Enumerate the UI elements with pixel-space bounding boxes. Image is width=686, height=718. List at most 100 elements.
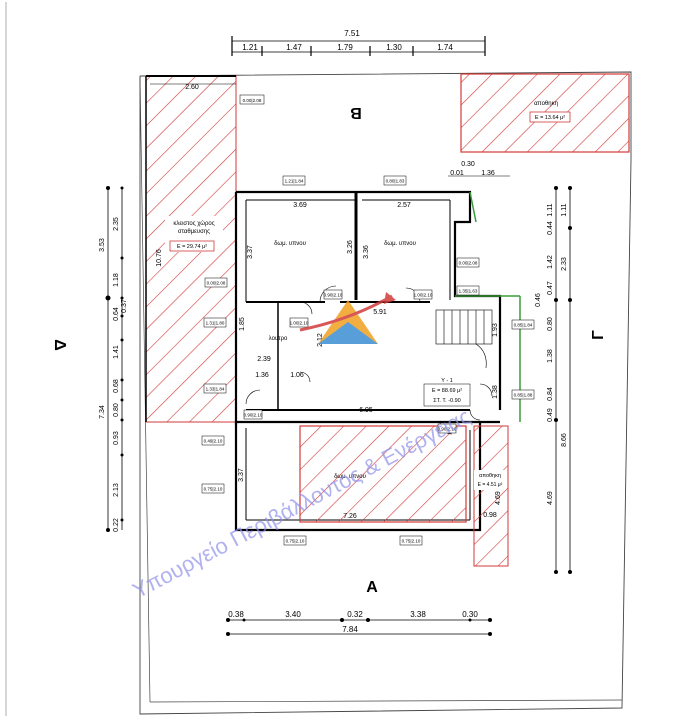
top-seg-1: 1.21 — [242, 43, 258, 52]
window-tag: 0.75|2.10 — [402, 539, 421, 544]
parking-width-dim: 2.60 — [185, 84, 199, 91]
left-outer-dim-1: 3.53 — [99, 238, 106, 252]
left-inner-dim: 0.80 — [113, 403, 120, 417]
bedroom-bottom-height: 3.37 — [238, 468, 245, 482]
storage-right-dim: 0.98 — [483, 512, 497, 519]
window-tag: 1.00|2.10 — [290, 321, 309, 326]
left-inner-dim: 1.41 — [113, 345, 120, 359]
right-outer-dim: 1.11 — [561, 203, 568, 216]
stair-dim1: 1.93 — [492, 323, 499, 337]
bottom-seg-3: 0.32 — [347, 610, 363, 619]
window-tag: 0.90|2.10 — [244, 413, 263, 418]
top-seg-2: 1.47 — [286, 43, 302, 52]
level-area: E = 88.69 μ² — [432, 388, 462, 394]
window-tag: 0.00|2.08 — [243, 98, 262, 103]
window-tag: 1.33|1.84 — [206, 387, 225, 392]
hall-width2: 6.95 — [359, 407, 373, 414]
bedroom2-width: 2.57 — [397, 202, 411, 209]
window-tag: 1.31|1.80 — [206, 321, 225, 326]
bottom-dimension-chain: 0.38 3.40 0.32 3.38 0.30 7.84 — [226, 610, 492, 636]
bedroom-bottom-width: 7.26 — [343, 513, 357, 520]
left-inner-dim: 0.93 — [113, 431, 120, 445]
right-inner-dim: 4.69 — [547, 491, 554, 505]
dim-136: 1.36 — [481, 170, 495, 177]
top-seg-4: 1.30 — [386, 43, 402, 52]
parking-height-dim: 10.76 — [156, 249, 163, 267]
left-dimension-chain: 3.53 7.34 2.35 1.18 0.37 0.64 1.41 0.68 … — [99, 186, 128, 532]
right-inner-dim: 0.44 — [547, 221, 554, 235]
window-tag: 0.90|2.10 — [438, 427, 457, 432]
left-outer-dim-2: 7.34 — [99, 405, 106, 419]
left-inner-dim: 1.18 — [113, 273, 120, 287]
bath-width: 2.39 — [257, 356, 271, 363]
left-inner-dim: 0.64 — [113, 307, 120, 321]
orientation-bottom: Α — [366, 579, 378, 596]
window-tag: 0.85|1.84 — [514, 323, 533, 328]
window-tag: 0.75|2.10 — [204, 487, 223, 492]
top-seg-5: 1.74 — [437, 43, 453, 52]
orientation-right: Γ — [590, 330, 607, 340]
right-inner-dim: 0.47 — [547, 281, 554, 295]
window-tag: 1.35|1.63 — [459, 289, 478, 294]
ministry-logo — [299, 292, 396, 344]
storage-right-label: αποθηκη — [479, 473, 501, 479]
window-tag: 0.00|2.08 — [207, 281, 226, 286]
bedroom2-mid: 3.26 — [347, 240, 354, 254]
right-inner-dim: 1.38 — [547, 349, 554, 363]
window-tags: 1.21|1.84 0.80|1.83 0.00|2.08 0.00|2.08 … — [201, 175, 535, 546]
window-tag: 0.00|2.08 — [459, 261, 478, 266]
bedroom2-label: δωμ. υπνου — [384, 241, 416, 247]
right-inner-dim: 0.80 — [547, 317, 554, 331]
storage-top: αποθηκη E = 13.64 μ² — [460, 73, 630, 153]
window-tag: 0.80|1.83 — [386, 179, 405, 184]
bath-height: 1.85 — [239, 317, 246, 331]
bath-label: λουτρο — [269, 336, 288, 342]
window-tag: 1.00|2.10 — [414, 293, 433, 298]
storage-right: αποθηκη E = 4.51 μ² 0.98 4.69 — [473, 425, 509, 567]
level-name: Υ - 1 — [441, 378, 453, 384]
window-tag: 0.85|1.88 — [514, 393, 533, 398]
window-tag: 1.21|1.84 — [285, 179, 304, 184]
top-total-dim: 7.51 — [344, 29, 360, 38]
bedroom2-height: 3.36 — [363, 245, 370, 259]
right-inner-dim: 0.46 — [535, 293, 542, 307]
bath-width3: 1.06 — [290, 372, 304, 379]
top-dimension-chain: 7.51 1.21 1.47 1.79 1.30 1.74 — [231, 29, 486, 56]
stair-dim2: 1.38 — [492, 385, 499, 399]
left-inner-dim: 2.35 — [113, 217, 120, 231]
bottom-seg-4: 3.38 — [410, 610, 426, 619]
bedroom1-height: 3.37 — [247, 245, 254, 259]
left-inner-dim: 0.68 — [113, 379, 120, 393]
orientation-left: Δ — [51, 339, 68, 351]
right-outer-dim: 8.66 — [561, 433, 568, 447]
right-outer-dim: 2.33 — [561, 257, 568, 271]
bedroom-bottom-label: δωμ. υπνου — [334, 474, 366, 480]
left-inner-dim: 2.13 — [113, 483, 120, 497]
bath-width2: 1.36 — [255, 372, 269, 379]
storage-top-label: αποθηκη — [534, 101, 558, 107]
bottom-total-dim: 7.84 — [342, 625, 358, 634]
top-seg-3: 1.79 — [337, 43, 353, 52]
right-dimension-chain: 1.11 0.44 1.42 0.47 0.46 0.80 1.38 0.84 … — [535, 186, 572, 574]
hall-width: 5.91 — [373, 309, 387, 316]
bedroom1-label: δωμ. υπνου — [274, 241, 306, 247]
right-inner-dim: 0.49 — [547, 408, 554, 422]
storage-right-area: E = 4.51 μ² — [478, 482, 503, 488]
window-tag: 0.75|2.10 — [286, 539, 305, 544]
storage-top-area: E = 13.64 μ² — [535, 115, 565, 121]
left-inner-dim: 0.22 — [113, 518, 120, 532]
level-elevation: ΣΤ. Τ. -0.90 — [433, 398, 460, 404]
bottom-seg-1: 0.38 — [228, 610, 244, 619]
bedroom1-width: 3.69 — [293, 202, 307, 209]
window-tag: 0.49|2.10 — [204, 439, 223, 444]
right-inner-dim: 1.11 — [547, 203, 554, 216]
right-inner-dim: 1.42 — [547, 255, 554, 269]
parking-area-value: E = 29.74 μ² — [177, 244, 207, 250]
storage-right-height: 4.69 — [495, 491, 502, 505]
left-inner-dim: 0.37 — [121, 299, 128, 313]
dim-030: 0.30 — [461, 161, 475, 168]
right-inner-dim: 0.84 — [547, 387, 554, 401]
